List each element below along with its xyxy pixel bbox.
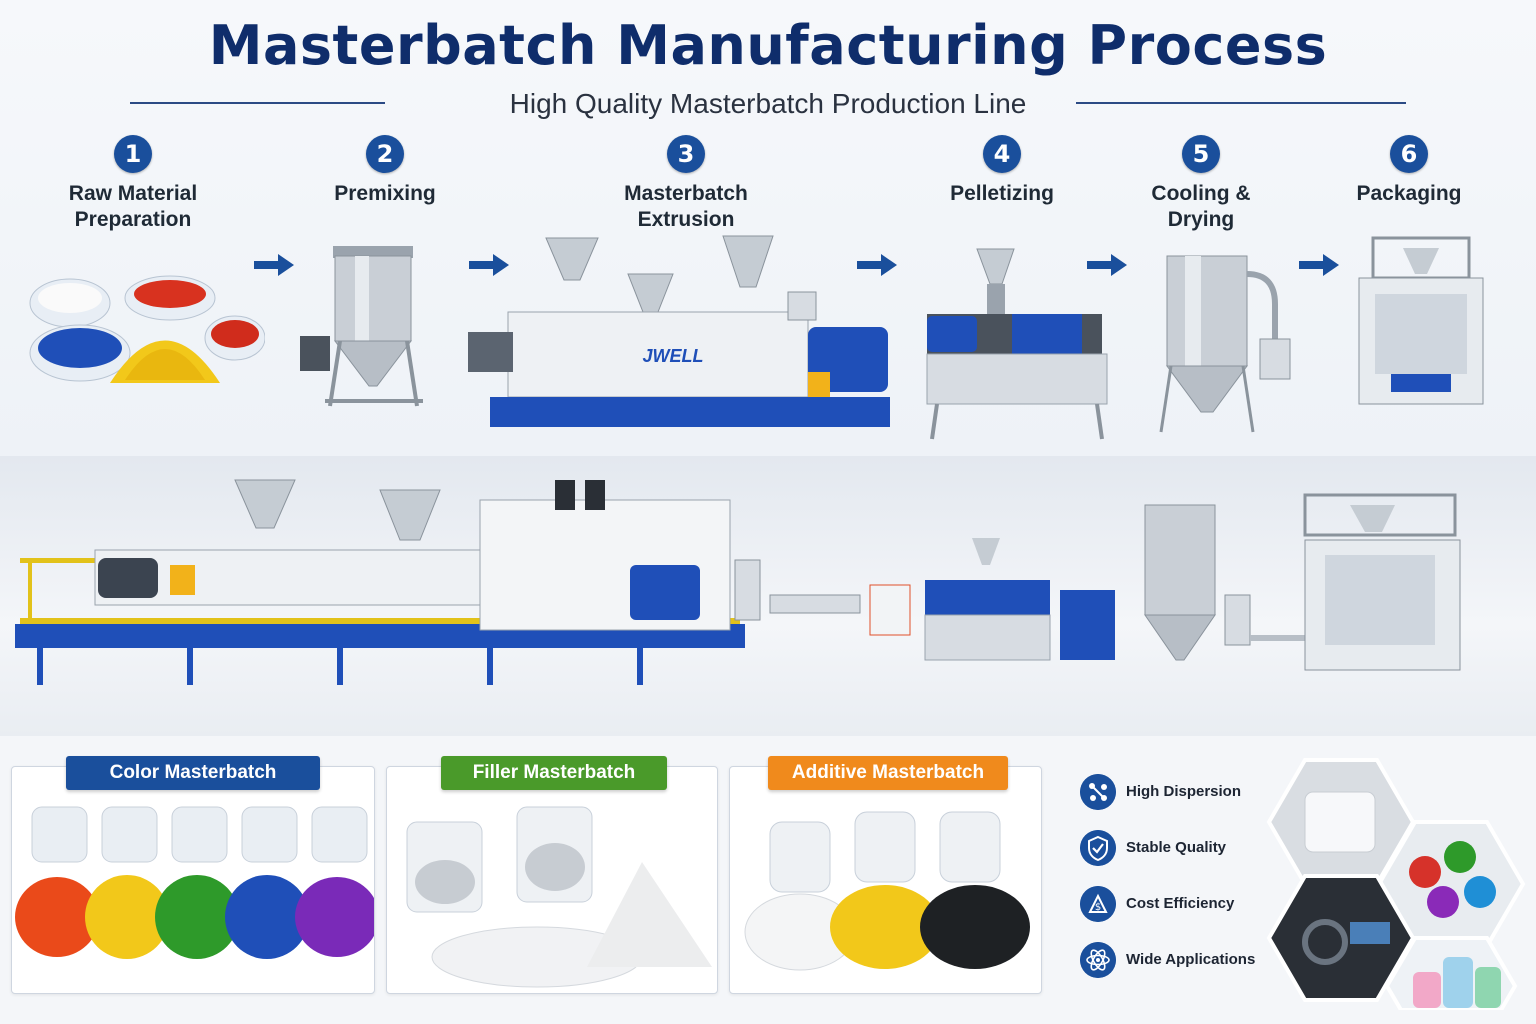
raw-material-pellets-image [29, 275, 265, 383]
step-number-badge: 6 [1390, 135, 1428, 173]
page-subtitle: High Quality Masterbatch Production Line [509, 88, 1027, 119]
subtitle-divider-left [130, 102, 385, 104]
step-label: Pelletizing [950, 182, 1054, 205]
additive-masterbatch-panel [729, 766, 1042, 994]
page-title: Masterbatch Manufacturing Process [208, 14, 1328, 77]
feature-high-dispersion: High Dispersion [1080, 774, 1290, 814]
machine-brand-label: JWELL [643, 346, 704, 366]
applications-hexagon-collage [1266, 758, 1526, 1010]
feature-cost-efficiency: $ Cost Efficiency [1080, 886, 1290, 926]
dispersion-icon [1080, 774, 1116, 810]
feature-label: Cost Efficiency [1126, 895, 1235, 912]
feature-stable-quality: Stable Quality [1080, 830, 1290, 870]
car-interior-hexagon [1266, 874, 1416, 1002]
step-cooling-drying: 5 Cooling & Drying [1101, 135, 1301, 233]
filler-masterbatch-tag: Filler Masterbatch [441, 756, 667, 790]
production-line-image [15, 479, 1461, 685]
filler-pellets-image [406, 806, 712, 988]
step-number-badge: 1 [114, 135, 152, 173]
step-number-badge: 4 [983, 135, 1021, 173]
svg-text:$: $ [1095, 902, 1101, 913]
step-number-badge: 5 [1182, 135, 1220, 173]
step-label: Premixing [334, 182, 436, 205]
step-raw-material: 1 Raw Material Preparation [33, 135, 233, 233]
step-number-badge: 2 [366, 135, 404, 173]
film-roll-hexagon [1266, 758, 1416, 886]
arrow-right-icon [1087, 254, 1127, 276]
packaging-machine-image [1358, 236, 1484, 405]
arrow-right-icon [469, 254, 509, 276]
step-label: Packaging [1356, 182, 1462, 205]
color-pellets-image [15, 806, 374, 959]
step-premixing: 2 Premixing [285, 135, 485, 207]
step-extrusion: 3 Masterbatch Extrusion [586, 135, 786, 233]
color-masterbatch-panel [11, 766, 375, 994]
additive-pellets-image [744, 811, 1030, 971]
feature-label: Stable Quality [1126, 839, 1227, 856]
step-label: Cooling & Drying [1151, 182, 1251, 231]
step-label: Masterbatch Extrusion [624, 182, 748, 231]
step-label: Raw Material Preparation [68, 182, 198, 231]
step-packaging: 6 Packaging [1309, 135, 1509, 207]
cost-icon: $ [1080, 886, 1116, 922]
color-masterbatch-tag: Color Masterbatch [66, 756, 320, 790]
feature-label: High Dispersion [1126, 783, 1242, 800]
arrow-right-icon [1299, 254, 1339, 276]
filler-masterbatch-panel [386, 766, 718, 994]
premixer-machine-image [300, 246, 423, 407]
feature-label: Wide Applications [1126, 951, 1256, 968]
arrow-right-icon [857, 254, 897, 276]
subtitle-row: High Quality Masterbatch Production Line [130, 86, 1406, 122]
dryer-machine-image [1159, 255, 1291, 433]
step-pelletizing: 4 Pelletizing [902, 135, 1102, 207]
step-number-badge: 3 [667, 135, 705, 173]
atom-icon [1080, 942, 1116, 978]
extruder-machine-image: JWELL [468, 235, 890, 427]
shield-check-icon [1080, 830, 1116, 866]
feature-wide-applications: Wide Applications [1080, 942, 1290, 982]
additive-masterbatch-tag: Additive Masterbatch [768, 756, 1008, 790]
pelletizer-machine-image [926, 248, 1108, 440]
arrow-right-icon [254, 254, 294, 276]
subtitle-divider-right [1076, 102, 1406, 104]
plastic-bottles-hexagon [1384, 936, 1518, 1010]
